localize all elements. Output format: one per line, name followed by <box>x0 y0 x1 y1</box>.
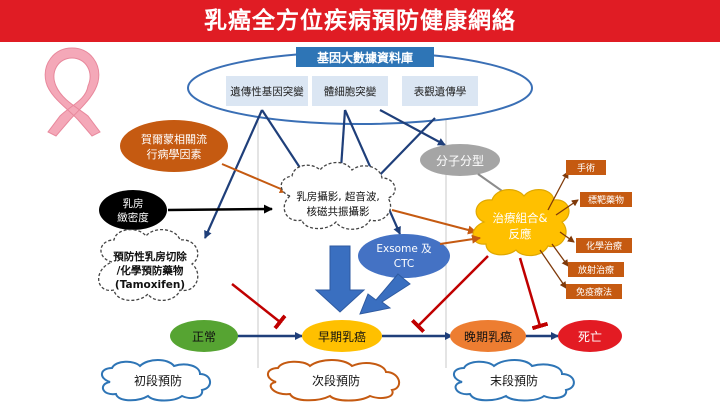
treatment-chemo: 化學治療 <box>586 240 622 252</box>
db-item-epigenetics: 表觀遺傳學 <box>414 85 467 98</box>
treatment-radiation-box <box>568 262 624 277</box>
tertiary-prevention: 末段預防 <box>490 373 538 388</box>
arrow-hereditary-to-prevention <box>203 109 264 239</box>
arrow-to-immuno <box>539 249 567 289</box>
hormone-factors-node <box>120 120 228 172</box>
db-item-hereditary-box <box>226 76 308 106</box>
pink-ribbon-icon <box>44 47 101 137</box>
treatment-surgery: 手術 <box>577 162 595 174</box>
stage-death: 死亡 <box>578 330 602 344</box>
arrow-density-to-imaging <box>167 204 273 214</box>
prevention-cloud <box>98 229 199 301</box>
treatment-line2: 反應 <box>509 227 532 241</box>
hormone-factors-line2: 行病學因素 <box>147 147 202 161</box>
treatment-chemo-box <box>576 238 632 253</box>
arrow-imaging-to-treatment <box>391 209 477 235</box>
stage-early-node <box>302 320 382 352</box>
stage-death-node <box>558 320 622 352</box>
breast-density-line1: 乳房 <box>123 197 144 210</box>
primary-prevention: 初段預防 <box>134 373 182 388</box>
treatment-immuno: 免疫療法 <box>576 286 612 298</box>
exosome-node <box>358 234 450 278</box>
prevention-line2: /化學預防藥物 <box>117 264 184 277</box>
treatment-immuno-box <box>566 284 622 299</box>
database-label: 基因大數據資料庫 <box>316 50 413 65</box>
arrow-to-radiation <box>551 243 569 267</box>
treatment-targeted-box <box>580 192 632 207</box>
stage-normal-node <box>170 320 238 352</box>
prevention-line3: (Tamoxifen) <box>115 279 185 291</box>
treatment-line1: 治療組合& <box>493 211 548 225</box>
stage-early: 早期乳癌 <box>318 329 366 344</box>
molecular-subtype-label: 分子分型 <box>436 154 484 168</box>
database-label-box <box>296 47 434 67</box>
treatment-targeted: 標靶藥物 <box>588 194 624 206</box>
inhibit-prevention-to-early <box>231 283 287 330</box>
treatment-radiation: 放射治療 <box>578 264 614 276</box>
arrow-to-surgery <box>547 171 569 211</box>
stage-late: 晚期乳癌 <box>464 329 512 344</box>
hormone-factors-line1: 賀爾蒙相關流 <box>141 132 207 146</box>
molecular-subtype-node <box>420 144 500 176</box>
stage-late-node <box>450 320 526 352</box>
breast-density-node <box>99 190 167 230</box>
block-arrow-exosome-to-early <box>359 273 411 315</box>
exosome-line2: CTC <box>394 258 414 270</box>
arrow-somatic-to-subtype <box>379 109 446 146</box>
db-item-somatic: 體細胞突變 <box>324 85 377 98</box>
db-item-hereditary: 遺傳性基因突變 <box>230 85 304 98</box>
secondary-prevention: 次段預防 <box>312 373 360 388</box>
treatment-surgery-box <box>566 160 606 175</box>
prevention-line1: 預防性乳房切除 <box>113 250 187 263</box>
imaging-cloud <box>280 161 396 230</box>
imaging-line2: 核磁共振攝影 <box>307 205 370 218</box>
block-arrow-imaging-to-early <box>314 245 366 313</box>
inhibit-treatment-to-death <box>518 257 549 331</box>
inhibit-treatment-to-early <box>410 255 489 334</box>
page-title: 乳癌全方位疾病預防健康網絡 <box>0 0 720 42</box>
db-item-epigenetics-box <box>402 76 478 106</box>
arrow-hormone-to-imaging <box>221 163 289 194</box>
arrow-to-chemo <box>559 231 575 243</box>
stage-normal: 正常 <box>192 330 216 344</box>
db-item-somatic-box <box>312 76 388 106</box>
exosome-line1: Exsome 及 <box>376 243 432 255</box>
imaging-line1: 乳房攝影, 超音波, <box>296 190 380 203</box>
breast-density-line2: 緻密度 <box>117 211 149 224</box>
secondary-prevention-cloud <box>267 359 401 402</box>
arrow-epigenetics-to-imaging <box>371 117 436 184</box>
arrow-to-targeted <box>555 199 579 216</box>
arrow-exosome-to-treatment <box>439 234 481 245</box>
treatment-cloud <box>472 189 570 257</box>
primary-prevention-cloud <box>101 359 211 402</box>
tertiary-prevention-cloud <box>453 359 575 402</box>
